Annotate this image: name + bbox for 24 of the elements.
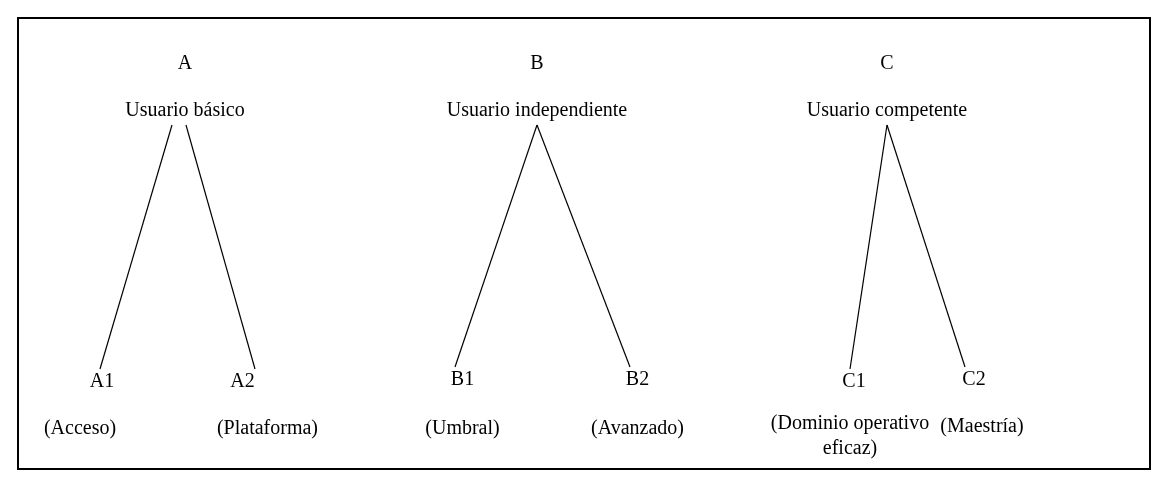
level-code: B2: [624, 366, 651, 391]
level-name: (Avanzado): [590, 415, 685, 440]
level-code: B1: [449, 366, 476, 391]
level-name: (Maestría): [939, 413, 1025, 438]
level-code: C1: [841, 368, 867, 393]
level-name: Usuario competente: [805, 97, 969, 122]
connector-line: [849, 124, 888, 370]
level-code: A2: [229, 368, 256, 393]
connector-line: [536, 124, 631, 368]
connector-line: [454, 124, 538, 368]
connector-line: [886, 124, 966, 368]
level-code: C: [879, 50, 895, 75]
level-name: (Acceso): [42, 415, 118, 440]
level-name: (Plataforma): [215, 415, 320, 440]
level-code: B: [529, 50, 545, 75]
level-code: C2: [961, 366, 987, 391]
level-name: (Umbral): [424, 415, 501, 440]
level-name: Usuario independiente: [445, 97, 629, 122]
connector-line: [99, 124, 173, 370]
level-code: A: [176, 50, 194, 75]
level-name: (Dominio operativo eficaz): [769, 410, 931, 460]
level-code: A1: [88, 368, 116, 393]
connector-line: [185, 124, 256, 370]
level-name: Usuario básico: [124, 97, 246, 122]
